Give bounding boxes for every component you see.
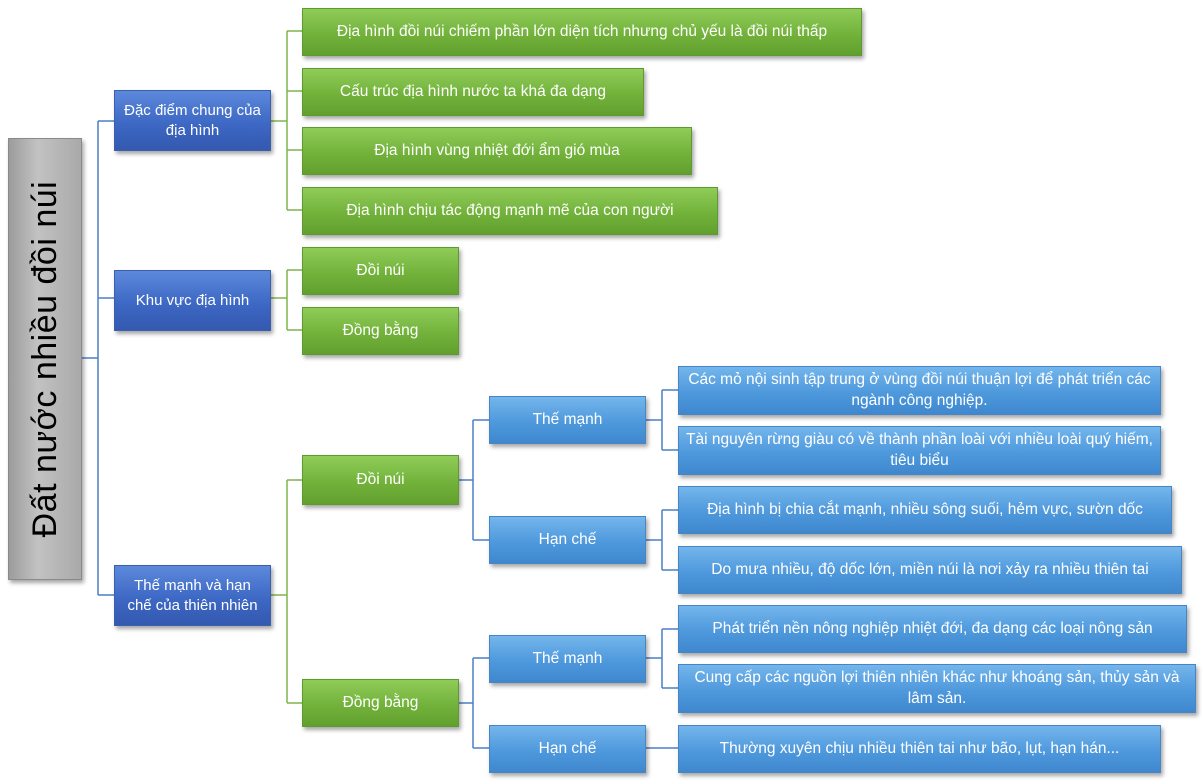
aspect-plains-strengths: Thế mạnh	[489, 635, 646, 683]
region-plains: Đồng bằng	[302, 679, 459, 727]
point-label: Địa hình bị chia cắt mạnh, nhiều sông su…	[707, 500, 1143, 518]
root-node: Đất nước nhiều đồi núi	[8, 138, 82, 580]
region-item-mountains: Đồi núi	[302, 247, 459, 295]
point-item: Phát triển nền nông nghiệp nhiệt đới, đa…	[678, 605, 1187, 653]
category-1-connectors	[271, 30, 302, 211]
category-3-connectors	[271, 479, 302, 704]
category-label: Đặc điểm chung của địa hình	[124, 102, 261, 139]
aspect-label: Hạn chế	[538, 530, 597, 548]
point-item: Do mưa nhiều, độ dốc lớn, miền núi là nơ…	[678, 546, 1182, 594]
root-label: Đất nước nhiều đồi núi	[25, 180, 64, 538]
root-connectors	[82, 120, 114, 596]
feature-item-label: Địa hình vùng nhiệt đới ẩm gió mùa	[374, 141, 620, 159]
region-label: Đồi núi	[356, 470, 405, 488]
point-item: Cung cấp các nguồn lợi thiên nhiên khác …	[678, 664, 1196, 713]
aspect-label: Hạn chế	[538, 739, 597, 757]
feature-item-label: Địa hình chịu tác động mạnh mẽ của con n…	[346, 201, 674, 219]
aspect-mountains-strengths: Thế mạnh	[489, 396, 646, 444]
point-item: Địa hình bị chia cắt mạnh, nhiều sông su…	[678, 486, 1172, 534]
region-item-label: Đồi núi	[356, 261, 405, 279]
point-label: Cung cấp các nguồn lợi thiên nhiên khác …	[694, 669, 1180, 707]
category-2-connectors	[271, 269, 302, 331]
category-label: Khu vực địa hình	[135, 291, 250, 309]
point-label: Phát triển nền nông nghiệp nhiệt đới, đa…	[712, 619, 1153, 637]
point-label: Do mưa nhiều, độ dốc lớn, miền núi là nơ…	[711, 560, 1149, 578]
category-general-features: Đặc điểm chung của địa hình	[114, 90, 271, 151]
aspect-label: Thế mạnh	[532, 410, 603, 428]
aspect-connectors	[646, 389, 678, 749]
feature-item: Địa hình chịu tác động mạnh mẽ của con n…	[302, 187, 718, 235]
point-label: Thường xuyên chịu nhiều thiên tai như bã…	[719, 739, 1120, 757]
category-strengths-limitations: Thế mạnh và hạn chế của thiên nhiên	[114, 565, 271, 626]
point-label: Tài nguyên rừng giàu có về thành phần lo…	[686, 431, 1153, 469]
feature-item-label: Địa hình đồi núi chiếm phần lớn diện tíc…	[336, 22, 828, 40]
region-mountains: Đồi núi	[302, 455, 459, 505]
region-connectors	[459, 419, 489, 749]
point-item: Tài nguyên rừng giàu có về thành phần lo…	[678, 426, 1161, 475]
region-item-plains: Đồng bằng	[302, 307, 459, 355]
feature-item: Cấu trúc địa hình nước ta khá đa dạng	[302, 68, 644, 116]
region-label: Đồng bằng	[342, 693, 419, 711]
aspect-label: Thế mạnh	[532, 649, 603, 667]
category-label: Thế mạnh và hạn chế của thiên nhiên	[127, 577, 258, 614]
feature-item: Địa hình đồi núi chiếm phần lớn diện tíc…	[302, 8, 862, 56]
point-label: Các mỏ nội sinh tập trung ở vùng đồi núi…	[688, 371, 1151, 409]
aspect-mountains-limitations: Hạn chế	[489, 516, 646, 564]
aspect-plains-limitations: Hạn chế	[489, 725, 646, 773]
category-terrain-regions: Khu vực địa hình	[114, 270, 271, 331]
point-item: Các mỏ nội sinh tập trung ở vùng đồi núi…	[678, 366, 1161, 415]
feature-item: Địa hình vùng nhiệt đới ẩm gió mùa	[302, 127, 692, 175]
region-item-label: Đồng bằng	[342, 321, 419, 339]
point-item: Thường xuyên chịu nhiều thiên tai như bã…	[678, 725, 1161, 773]
feature-item-label: Cấu trúc địa hình nước ta khá đa dạng	[339, 82, 607, 100]
